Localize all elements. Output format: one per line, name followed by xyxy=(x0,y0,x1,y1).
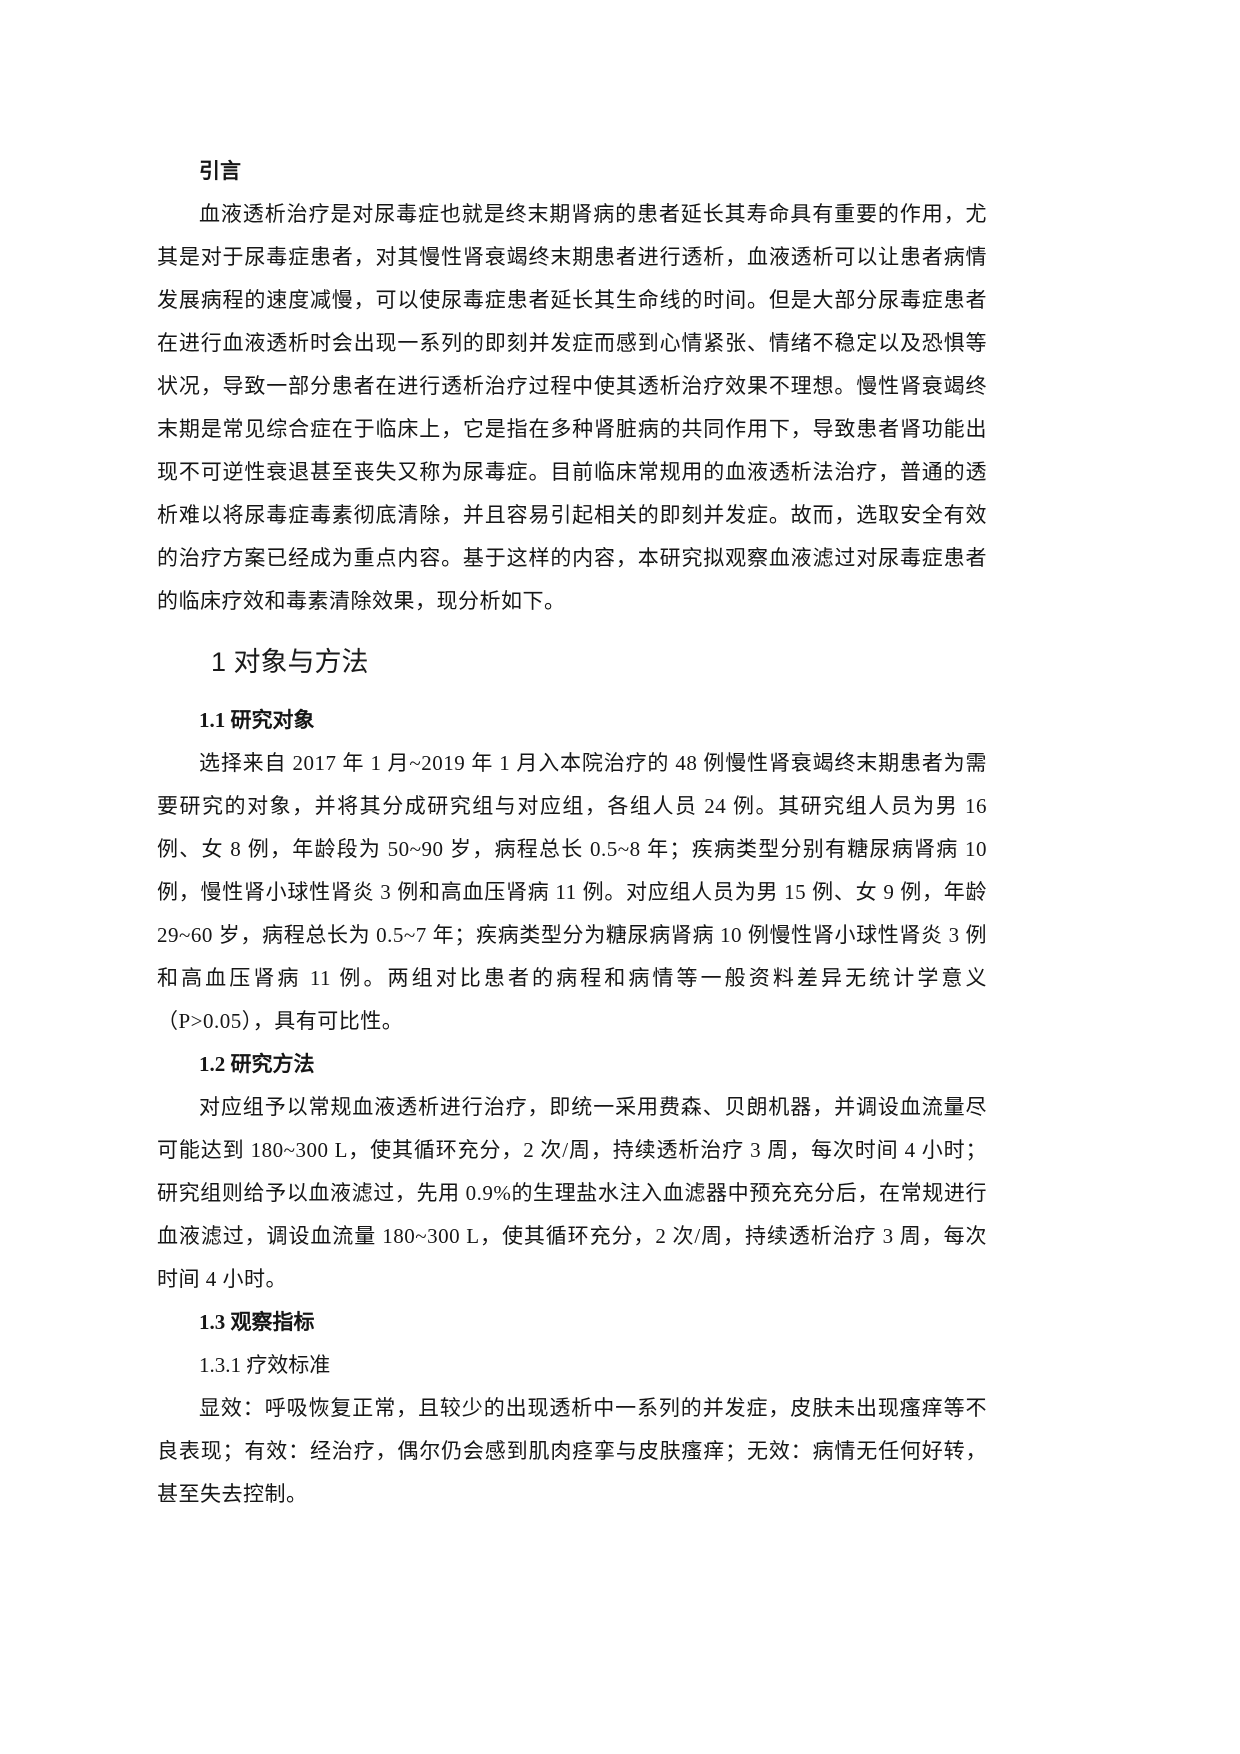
paragraph-study-methods: 对应组予以常规血液透析进行治疗，即统一采用费森、贝朗机器，并调设血流量尽可能达到… xyxy=(157,1095,987,1291)
paragraph-efficacy-criteria: 显效：呼吸恢复正常，且较少的出现透析中一系列的并发症，皮肤未出现瘙痒等不良表现；… xyxy=(157,1396,987,1506)
heading-introduction: 引言 xyxy=(199,159,241,183)
heading-1-3-1-efficacy-criteria: 1.3.1 疗效标准 xyxy=(199,1353,331,1377)
heading-1-3-observation-indicators: 1.3 观察指标 xyxy=(199,1310,315,1334)
heading-1-2-study-methods: 1.2 研究方法 xyxy=(199,1052,315,1076)
heading-section-1-objects-and-methods: 1 对象与方法 xyxy=(211,647,369,677)
paragraph-study-subjects: 选择来自 2017 年 1 月~2019 年 1 月入本院治疗的 48 例慢性肾… xyxy=(157,751,987,1033)
paragraph-introduction: 血液透析治疗是对尿毒症也就是终末期肾病的患者延长其寿命具有重要的作用，尤其是对于… xyxy=(157,202,987,613)
heading-1-1-study-subjects: 1.1 研究对象 xyxy=(199,708,315,732)
